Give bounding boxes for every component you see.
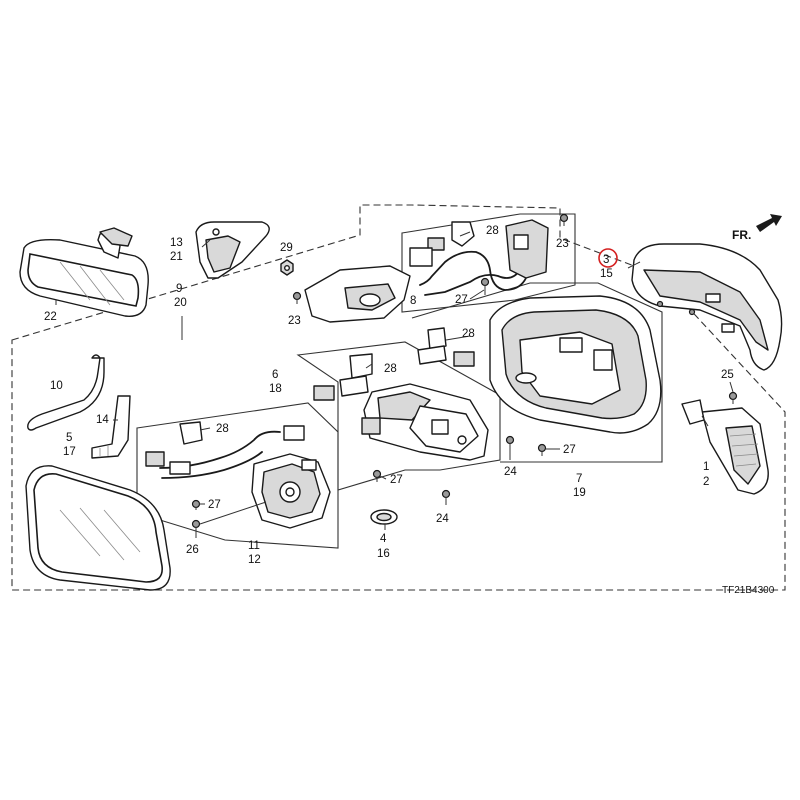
callout-29: 29 [280,242,293,254]
callout-5: 5 [66,432,72,444]
callout-22: 22 [44,311,57,323]
screw-27-group8 [480,277,490,295]
callout-17: 17 [63,446,76,458]
callout-8: 8 [410,295,416,307]
mirror-glass [25,465,171,591]
screw-27-group11 [191,499,201,510]
harness-8 [409,213,569,296]
side-turn-lamp [681,399,769,495]
screw-26 [191,519,201,538]
harness-11 [145,421,305,479]
stay-cover [195,221,270,279]
power-unit [251,453,331,529]
screw-25 [728,391,738,404]
callout-27-group6: 27 [390,474,403,486]
callout-6: 6 [272,369,278,381]
callout-24-actuator: 24 [436,513,449,525]
leader-lines [55,231,734,530]
callout-26: 26 [186,544,199,556]
mirror-base-cover [304,265,411,323]
callout-21: 21 [170,251,183,263]
screw-27-group6 [372,469,382,482]
callout-25: 25 [721,369,734,381]
callout-3: 3 [603,254,609,266]
screw-24-housing [505,435,515,460]
callout-27-housing: 27 [563,444,576,456]
callout-28-group11: 28 [216,423,229,435]
mirror-cap [631,243,783,371]
callout-7: 7 [576,473,582,485]
callout-23-left: 23 [288,315,301,327]
grommet-14 [91,395,131,459]
seal-ring [370,509,398,525]
callout-1: 1 [703,461,709,473]
clip-28-group6 [313,353,373,401]
callout-24-housing: 24 [504,466,517,478]
group-box-8 [401,213,576,313]
front-arrow-icon [756,214,782,232]
callout-14: 14 [96,414,109,426]
callout-28-group7: 28 [462,328,475,340]
power-mirror-actuator [361,383,489,461]
callout-11: 11 [248,540,260,552]
nut-29 [280,259,294,276]
front-direction-label: FR. [732,228,751,242]
callout-12: 12 [248,554,261,566]
mirror-housing [489,295,662,434]
callout-2: 2 [703,476,709,488]
screw-27-housing [537,443,547,456]
callout-28-group6: 28 [384,363,397,375]
callout-10: 10 [50,380,63,392]
callout-4: 4 [380,533,387,545]
callout-18: 18 [269,383,282,395]
callout-9: 9 [176,283,182,295]
rear-view-mirror [19,227,149,317]
callout-27-group8: 27 [455,294,468,306]
front-direction-indicator: FR. [732,214,782,242]
diagram-code: TF21B4300 [722,585,775,596]
assembly-outline [11,204,786,591]
cord-10 [27,354,105,431]
callout-28-group8: 28 [486,225,499,237]
callout-19: 19 [573,487,586,499]
clip-28-group7 [417,327,475,367]
callout-13: 13 [170,237,183,249]
callout-20: 20 [174,297,187,309]
highlight-circle [598,248,618,268]
screw-24-actuator [441,489,451,505]
callout-27-group11: 27 [208,499,221,511]
callout-16: 16 [377,548,390,560]
callout-15: 15 [600,268,613,280]
callout-labels: 3 15 13 21 29 9 20 23 23 28 28 28 28 8 2… [44,225,734,566]
callout-23-right: 23 [556,238,569,250]
screw-23-left [292,291,302,304]
